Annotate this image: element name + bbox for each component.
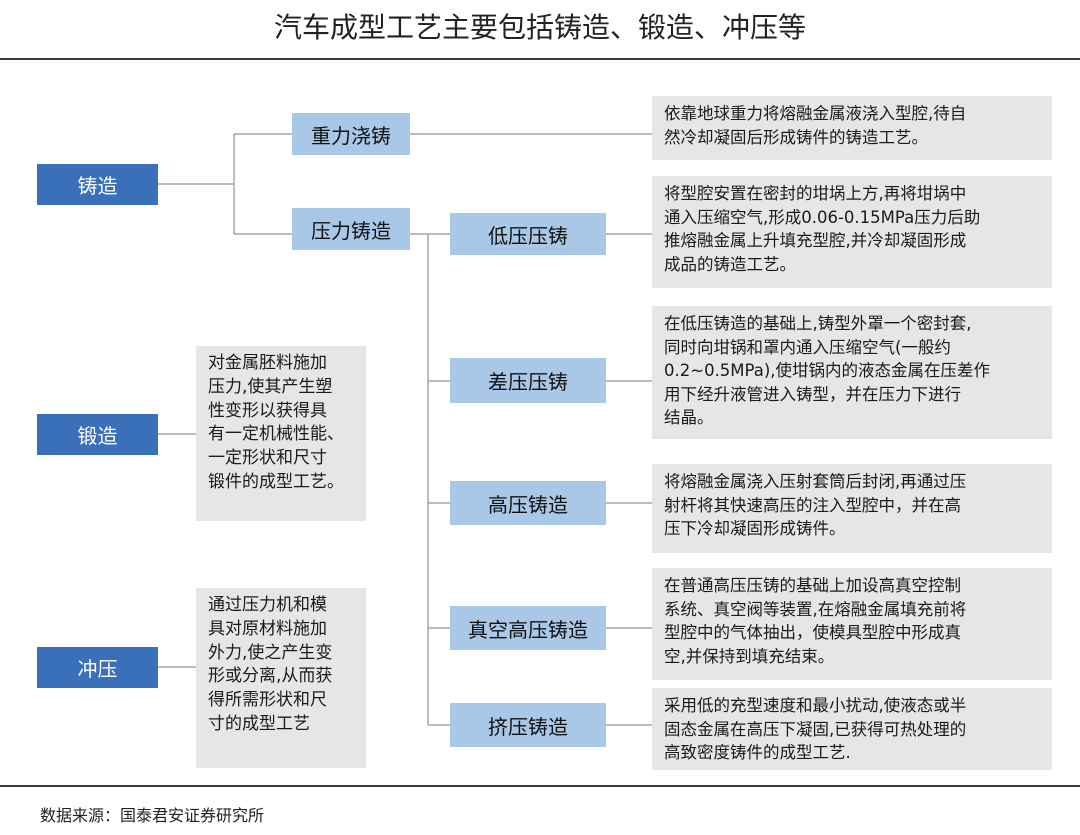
page-title: 汽车成型工艺主要包括铸造、锻造、冲压等 <box>273 11 806 44</box>
low-pressure-description: 将型腔安置在密封的坩埚上方,再将坩埚中 通入压缩空气,形成0.06-0.15MP… <box>652 176 1052 288</box>
pressure-casting-box: 压力铸造 <box>292 208 410 250</box>
vacuum-description: 在普通高压压铸的基础上加设高真空控制 系统、真空阀等装置,在熔融金属填充前将 型… <box>652 568 1052 680</box>
stamping-box: 冲压 <box>37 647 158 688</box>
source-note: 数据来源：国泰君安证券研究所 <box>40 806 265 825</box>
forging-description: 对金属胚料施加 压力,使其产生塑 性变形以获得具 有一定机械性能、 一定形状和尺… <box>196 346 366 521</box>
casting-box: 铸造 <box>37 164 158 205</box>
stamping-description: 通过压力机和模 具对原材料施加 外力,使之产生变 形或分离,从而获 得所需形状和… <box>196 588 366 768</box>
top-rule <box>0 58 1080 60</box>
differential-pressure-description: 在低压铸造的基础上,铸型外罩一个密封套, 同时向坩锅和罩内通入压缩空气(一般约 … <box>652 306 1052 439</box>
squeeze-description: 采用低的充型速度和最小扰动,使液态或半 固态金属在高压下凝固,已获得可热处理的 … <box>652 688 1052 770</box>
vacuum-high-pressure-box: 真空高压铸造 <box>450 606 606 650</box>
squeeze-casting-box: 挤压铸造 <box>450 703 606 747</box>
high-pressure-description: 将熔融金属浇入压射套筒后封闭,再通过压 射杆将其快速高压的注入型腔中，并在高 压… <box>652 464 1052 553</box>
low-pressure-box: 低压压铸 <box>450 213 606 255</box>
gravity-description: 依靠地球重力将熔融金属液浇入型腔,待自 然冷却凝固后形成铸件的铸造工艺。 <box>652 96 1052 160</box>
forging-box: 锻造 <box>37 414 158 455</box>
high-pressure-box: 高压铸造 <box>450 481 606 525</box>
bottom-rule <box>0 785 1080 787</box>
gravity-casting-box: 重力浇铸 <box>292 113 410 155</box>
differential-pressure-box: 差压压铸 <box>450 358 606 403</box>
